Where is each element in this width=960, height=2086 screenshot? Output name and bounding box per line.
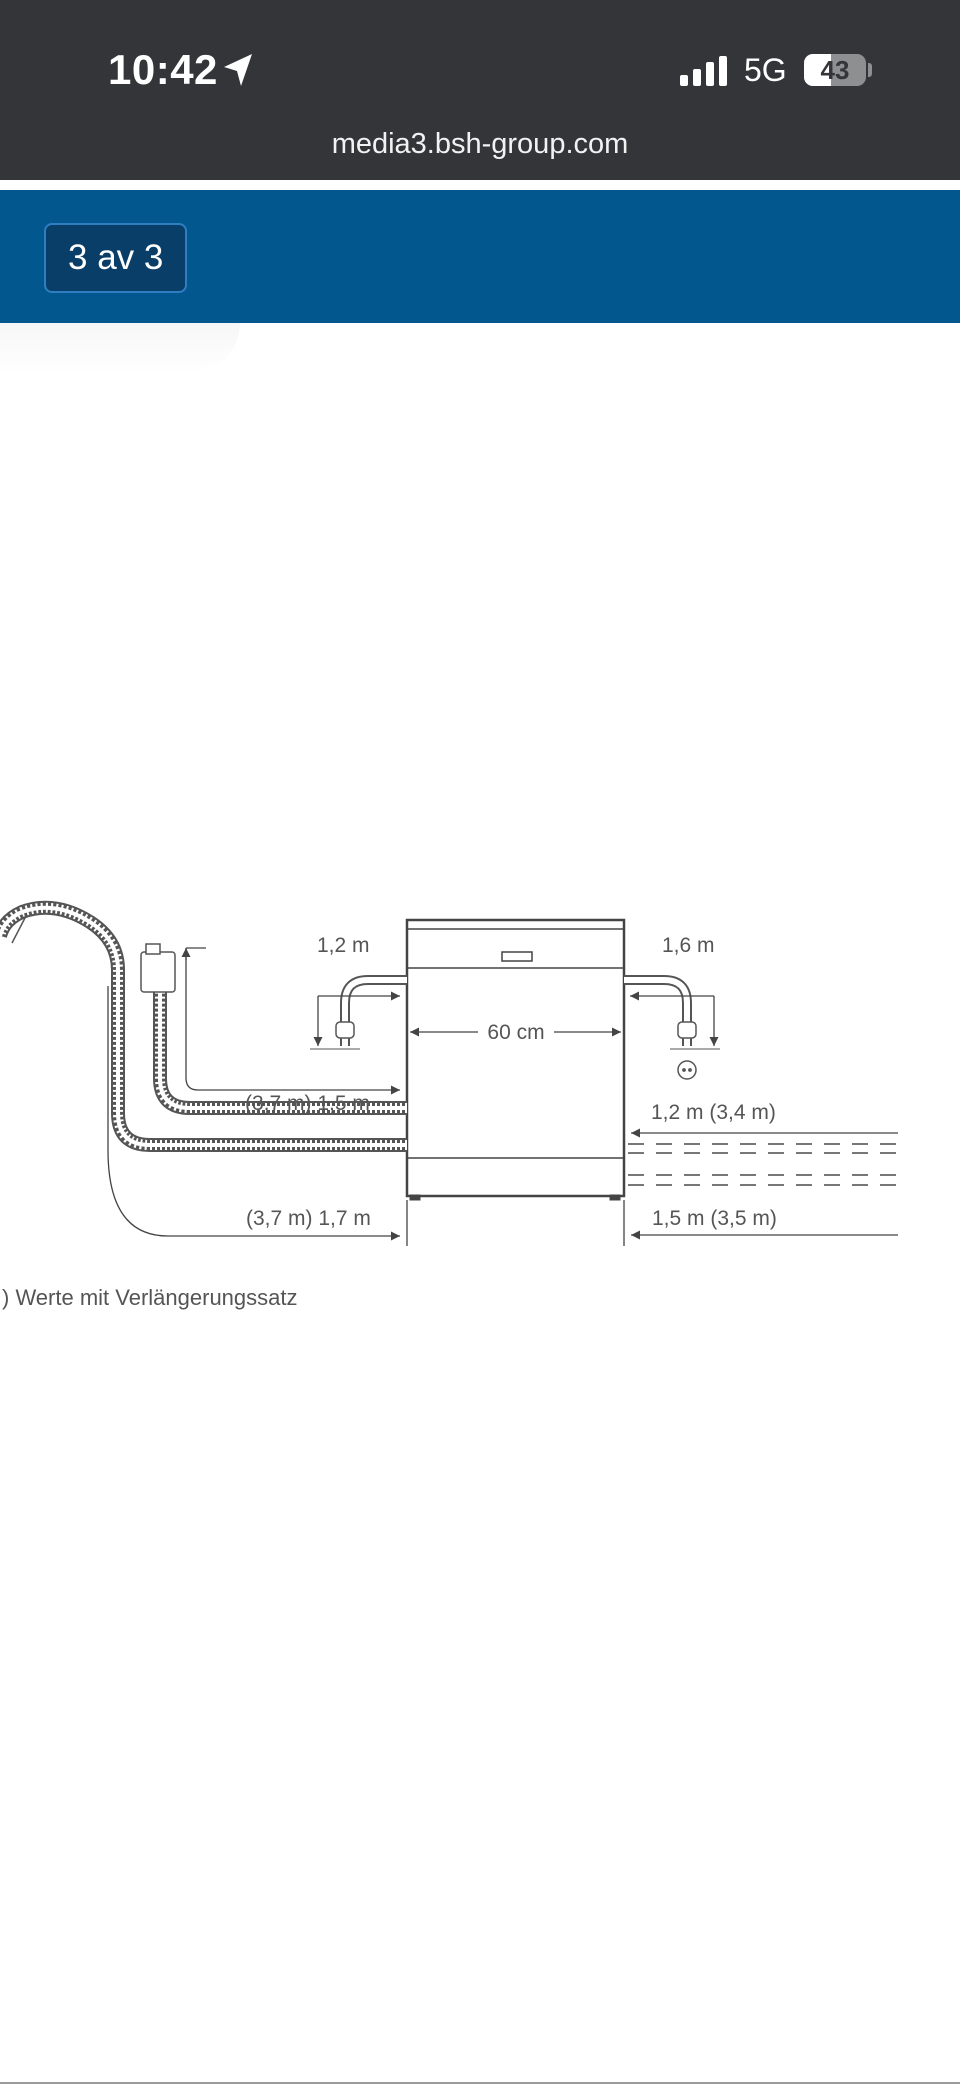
network-type: 5G xyxy=(744,52,787,88)
dishwasher-outline xyxy=(405,918,626,1201)
location-arrow-icon xyxy=(224,54,252,86)
extension-hose-dashes xyxy=(628,1143,900,1186)
label-drain: (3,7 m) 1,5 m xyxy=(245,1092,370,1115)
label-inlet-left: (3,7 m) 1,7 m xyxy=(246,1207,371,1230)
water-inlet-hose xyxy=(140,943,407,1115)
header-shadow xyxy=(0,323,240,373)
divider xyxy=(0,180,960,190)
battery-icon: 43 xyxy=(804,54,866,86)
drain-hose xyxy=(0,900,407,1152)
battery-level-fill xyxy=(804,54,831,86)
left-dimensions xyxy=(107,947,408,1246)
battery-cap xyxy=(868,63,872,77)
label-power-left: 1,2 m xyxy=(317,934,370,957)
cellular-signal-icon xyxy=(680,56,727,86)
battery-percent: 43 xyxy=(820,55,850,85)
clock: 10:42 xyxy=(108,46,218,93)
home-indicator-edge xyxy=(0,2082,960,2084)
label-width: 60 cm xyxy=(487,1021,544,1044)
label-power-right: 1,6 m xyxy=(662,934,715,957)
status-bar: 10:42 5G 43 media3.bsh-group.com xyxy=(0,0,960,180)
diagram-footnote: ) Werte mit Verlängerungssatz xyxy=(2,1285,298,1310)
address-bar-url[interactable]: media3.bsh-group.com xyxy=(331,128,629,160)
right-dimensions xyxy=(623,1128,898,1246)
label-inlet-right-lower: 1,5 m (3,5 m) xyxy=(652,1207,777,1230)
label-inlet-right-upper: 1,2 m (3,4 m) xyxy=(651,1101,776,1124)
dishwasher-dimension-diagram: 1,2 m 1,6 m 60 cm (3,7 m) 1,5 m 1,2 m (3… xyxy=(0,900,900,1246)
right-power-cord xyxy=(624,975,720,1080)
gallery-header: 3 av 3 xyxy=(0,190,960,323)
left-power-cord xyxy=(310,975,407,1050)
image-counter-button[interactable]: 3 av 3 xyxy=(44,223,188,293)
